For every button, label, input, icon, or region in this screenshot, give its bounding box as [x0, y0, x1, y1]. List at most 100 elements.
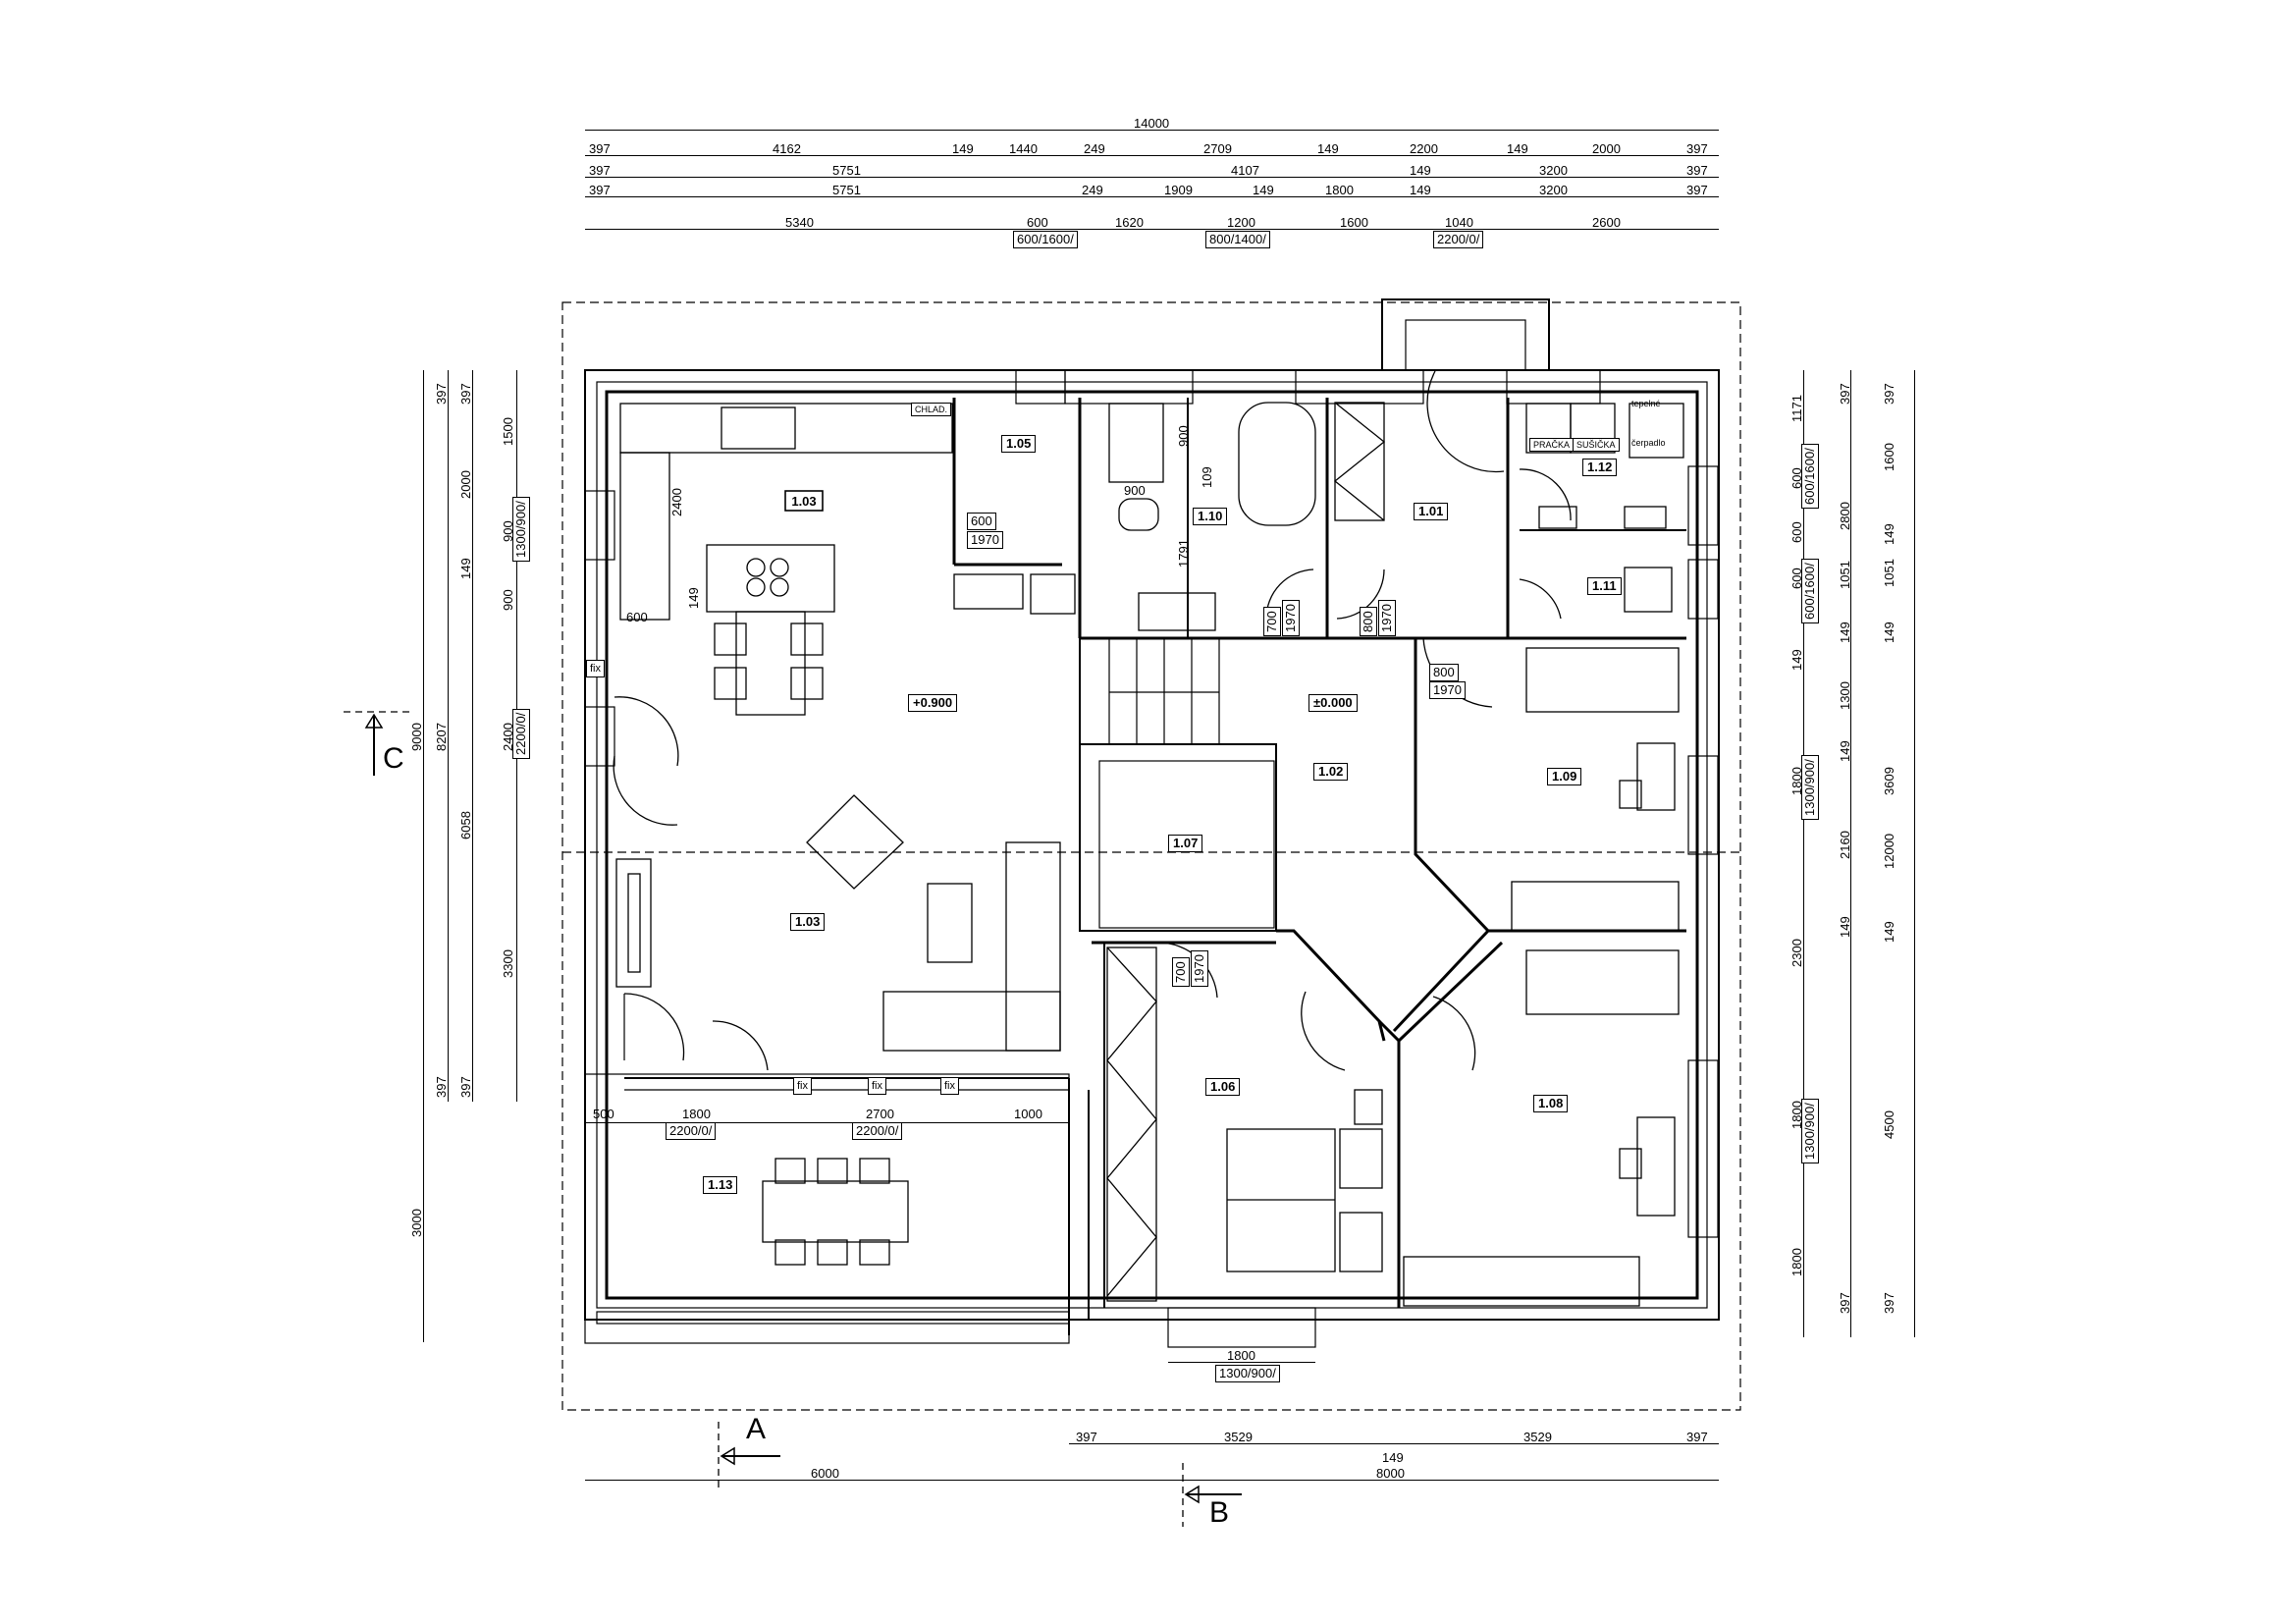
dim-terrace: 1000: [1014, 1107, 1042, 1121]
heatpump-label-b: čerpadlo: [1631, 438, 1666, 448]
dim-row4: 1040: [1445, 215, 1473, 230]
dim-row3: 249: [1082, 183, 1103, 197]
dim-line-row1: [585, 155, 1719, 156]
fix-label: fix: [586, 660, 605, 677]
dim-window: 1800: [1227, 1348, 1255, 1363]
dim-bottom: 6000: [811, 1466, 839, 1481]
dim-row1: 249: [1084, 141, 1105, 156]
dim-row1: 397: [589, 141, 611, 156]
door-height: 1970: [1282, 600, 1300, 636]
dim-line-right-c: [1914, 370, 1915, 1337]
fridge-label: CHLAD.: [911, 403, 952, 416]
dim-row3: 149: [1253, 183, 1274, 197]
dim-bottom: 3529: [1224, 1430, 1253, 1444]
dim-row1: 2200: [1410, 141, 1438, 156]
dim-row3: 3200: [1539, 183, 1568, 197]
room-label-1-11: 1.11: [1587, 577, 1622, 595]
section-label-b: B: [1209, 1496, 1230, 1529]
opening-label: 2200/0/: [852, 1122, 903, 1140]
dim-line-terrace: [585, 1122, 1069, 1123]
dim-line-total: [585, 130, 1719, 131]
room-label-1-10: 1.10: [1193, 508, 1228, 525]
dim-row1: 2000: [1592, 141, 1621, 156]
fix-label: fix: [868, 1077, 886, 1095]
dim-row4: 1200: [1227, 215, 1255, 230]
dim-row2: 149: [1410, 163, 1431, 178]
dim-row1: 1440: [1009, 141, 1038, 156]
dim-line-right-a: [1803, 370, 1804, 1337]
dim-row1: 397: [1686, 141, 1708, 156]
dim-row4: 1600: [1340, 215, 1368, 230]
dim-row2: 397: [589, 163, 611, 178]
dim-terrace: 1800: [682, 1107, 711, 1121]
dim-row3: 1909: [1164, 183, 1193, 197]
dim-row3: 149: [1410, 183, 1431, 197]
dim-line-row2: [585, 177, 1719, 178]
dim-row1: 2709: [1203, 141, 1232, 156]
dim-line-row3: [585, 196, 1719, 197]
room-label-1-01: 1.01: [1414, 503, 1449, 520]
door-height: 1970: [1429, 681, 1466, 699]
terrace-walls: [584, 1073, 1090, 1344]
door-width: 700: [1263, 607, 1281, 636]
dim-row3: 397: [589, 183, 611, 197]
opening-label: 600/1600/: [1013, 231, 1078, 248]
dim-row3: 1800: [1325, 183, 1354, 197]
dim-bottom: 397: [1076, 1430, 1097, 1444]
dim-row3: 5751: [832, 183, 861, 197]
room-label-1-06: 1.06: [1205, 1078, 1241, 1096]
dim-line-bottom-row2: [585, 1480, 1719, 1481]
dim-row4: 2600: [1592, 215, 1621, 230]
dim-row1: 149: [1507, 141, 1528, 156]
section-label-c: C: [383, 742, 404, 775]
door-height: 1970: [1378, 600, 1396, 636]
opening-label: 1300/900/: [1215, 1365, 1280, 1382]
dim-row2: 397: [1686, 163, 1708, 178]
interior-dim: 900: [1176, 425, 1191, 447]
opening-label: 2200/0/: [1433, 231, 1484, 248]
room-label-1-05: 1.05: [1001, 435, 1037, 453]
dim-bottom: 397: [1686, 1430, 1708, 1444]
interior-dim: 109: [1200, 466, 1214, 488]
opening-label: 800/1400/: [1205, 231, 1270, 248]
dryer-label: SUŠIČKA: [1573, 438, 1620, 452]
dim-line-row4: [585, 229, 1719, 230]
site-boundary: [561, 301, 1741, 1411]
room-label-1-03: 1.03: [790, 913, 826, 931]
room-label-1-09: 1.09: [1547, 768, 1582, 785]
heatpump-label-a: tepelné: [1631, 399, 1661, 408]
dim-row4: 600: [1027, 215, 1048, 230]
dim-line-left-inner: [472, 370, 473, 1102]
dim-line-left-mid: [448, 370, 449, 1102]
door-height: 1970: [967, 531, 1003, 549]
room-labels: 1.03: [784, 490, 824, 512]
room-label-1-02: 1.02: [1313, 763, 1349, 781]
room-label-1-07: 1.07: [1168, 835, 1203, 852]
dim-row2: 5751: [832, 163, 861, 178]
dim-total: 14000: [1134, 116, 1170, 131]
room-label-1-13: 1.13: [703, 1176, 738, 1194]
dim-row1: 149: [1317, 141, 1339, 156]
dim-row2: 3200: [1539, 163, 1568, 178]
section-label-a: A: [746, 1413, 767, 1445]
door-width: 700: [1172, 957, 1190, 987]
door-width: 800: [1360, 607, 1377, 636]
interior-dim: 1791: [1176, 539, 1191, 568]
fix-label: fix: [793, 1077, 812, 1095]
room-label-1-04: 1.03: [784, 490, 824, 512]
room-label-1-12: 1.12: [1582, 459, 1618, 476]
opening-label: 2200/0/: [666, 1122, 717, 1140]
door-height: 1970: [1191, 950, 1208, 987]
level-entry: ±0.000: [1308, 694, 1358, 712]
washer-label: PRAČKA: [1529, 438, 1575, 452]
room-label-1-08: 1.08: [1533, 1095, 1569, 1112]
interior-dim: 600: [626, 610, 648, 624]
dim-line-window: [1168, 1362, 1315, 1363]
dim-row2: 4107: [1231, 163, 1259, 178]
dim-row1: 4162: [773, 141, 801, 156]
dim-bottom: 149: [1382, 1450, 1404, 1465]
interior-dim: 2400: [669, 488, 684, 516]
dim-row3: 397: [1686, 183, 1708, 197]
furniture: [615, 402, 1684, 1307]
